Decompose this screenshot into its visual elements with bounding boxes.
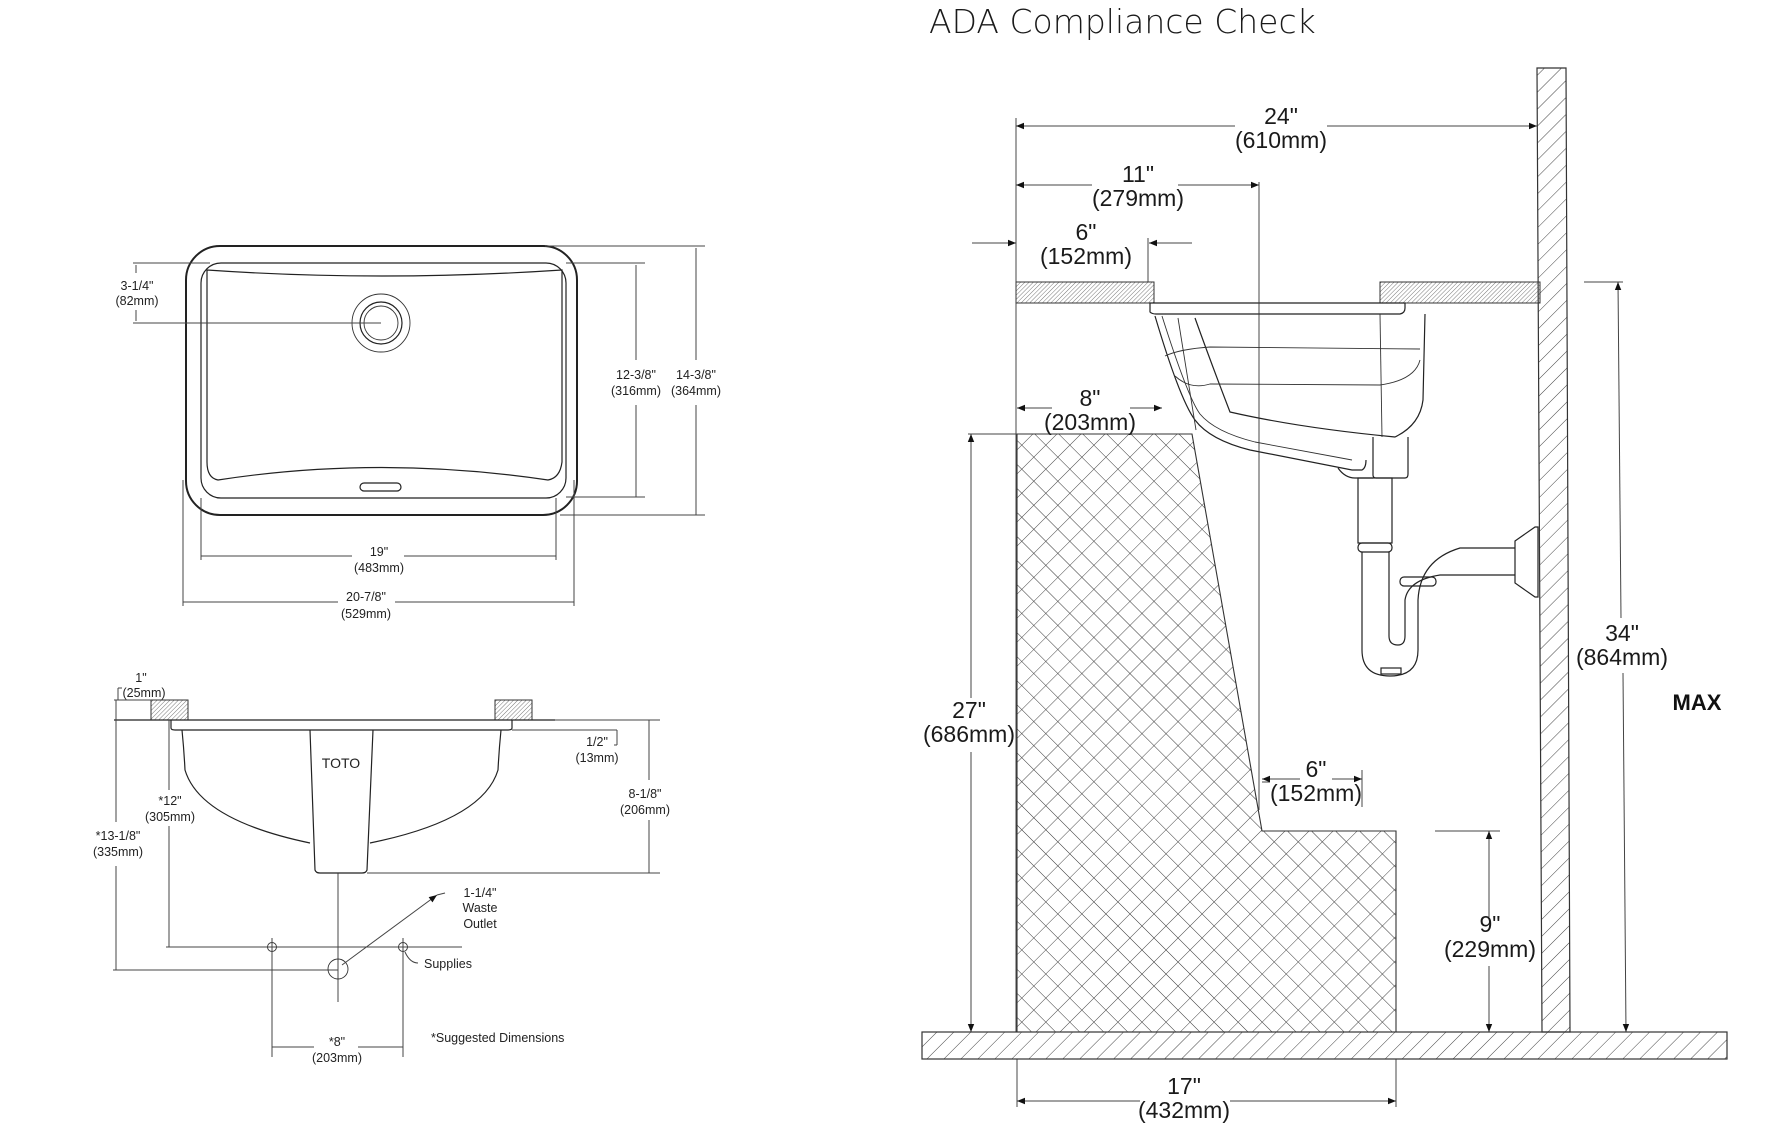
knee-height-inch: 27" [952,697,986,723]
depth-total-mm: (610mm) [1235,127,1327,153]
front-to-bowl-inch: 6" [1076,219,1097,245]
floor-section [921,1031,1728,1060]
ada-sink-rim [1149,302,1406,315]
bowl-depth-inch: 8-1/8" [629,787,662,801]
ada-bowl-outer [1154,315,1367,471]
ada-drain-body [1372,437,1409,479]
counter-left-section [150,699,189,721]
waste-outlet-size: 1-1/4" [464,886,497,900]
outer-width-inch: 20-7/8" [346,590,386,604]
waste-outlet-label-2: Outlet [463,917,497,931]
counter-back-section [1379,281,1541,304]
sink-outer-rim [185,245,578,516]
sink-rim-side [170,720,513,731]
overflow-slot [359,482,402,492]
bowl-left-curve [181,729,311,844]
ada-bowl-inner [1194,313,1426,438]
front-to-bowl-mm: (152mm) [1040,243,1132,269]
counter-thickness-inch: 1" [135,671,146,685]
inner-depth-mm: (316mm) [611,384,661,398]
p-trap-outer [1361,547,1515,677]
counter-thickness-mm: (25mm) [122,686,165,700]
knee-toe-clearance-zone [1016,433,1397,1033]
suggested-dimensions-note: *Suggested Dimensions [431,1031,564,1045]
toe-offset-inch: 6" [1306,756,1327,782]
floor-clearance-inch: 17" [1167,1073,1201,1099]
counter-front-section [1015,281,1155,304]
counter-height-mm: (864mm) [1576,644,1668,670]
inner-width-inch: 19" [370,545,388,559]
bowl-right-curve [369,729,502,844]
outer-depth-inch: 14-3/8" [676,368,716,382]
outer-width-mm: (529mm) [341,607,391,621]
supply-height-mm: (305mm) [145,810,195,824]
rim-height-inch: 1/2" [586,735,608,749]
waste-outlet-label-1: Waste [463,901,498,915]
sink-top-view: 3-1/4" (82mm) 12-3/8" (316mm) 14-3/8" (3… [115,245,721,621]
wall-section [1536,67,1571,1033]
p-trap-inner [1388,552,1515,646]
rim-height-mm: (13mm) [575,751,618,765]
supplies-label: Supplies [424,957,472,971]
drain-offset-mm: (82mm) [115,294,158,308]
waste-outlet-icon [327,958,349,980]
knee-height-mm: (686mm) [923,721,1015,747]
supply-height-inch: *12" [158,794,181,808]
knee-depth-inch: 8" [1080,385,1101,411]
counter-right-section [494,699,533,721]
page-title: ADA Compliance Check [929,2,1316,41]
drain-body [309,729,374,874]
brand-label: TOTO [322,755,360,771]
counter-height-inch: 34" [1605,620,1639,646]
reach-to-drain-inch: 11" [1122,161,1154,187]
wall-flange [1514,526,1539,598]
bowl-depth-mm: (206mm) [620,803,670,817]
reach-to-drain-mm: (279mm) [1092,185,1184,211]
inner-width-mm: (483mm) [354,561,404,575]
toe-height-inch: 9" [1480,911,1501,937]
waste-height-inch: *13-1/8" [96,829,141,843]
supply-spacing-mm: (203mm) [312,1051,362,1065]
sink-side-view: TOTO 1" (25mm) 1/2" (13mm) 8-1/8" (206mm… [93,671,670,1065]
waste-height-mm: (335mm) [93,845,143,859]
supply-spacing-inch: *8" [329,1035,345,1049]
max-label: MAX [1673,690,1722,715]
sink-basin-outline [206,269,563,481]
ada-section-view: 24" (610mm) 11" (279mm) 6" (152mm) 8" (2… [921,67,1728,1123]
knee-depth-mm: (203mm) [1044,409,1136,435]
sink-inner-rim [200,262,567,499]
drain-offset-inch: 3-1/4" [121,279,154,293]
tailpiece [1357,477,1393,544]
toe-offset-mm: (152mm) [1270,780,1362,806]
outer-depth-mm: (364mm) [671,384,721,398]
floor-clearance-mm: (432mm) [1138,1097,1230,1123]
toe-height-mm: (229mm) [1444,936,1536,962]
depth-total-inch: 24" [1264,103,1298,129]
inner-depth-inch: 12-3/8" [616,368,656,382]
